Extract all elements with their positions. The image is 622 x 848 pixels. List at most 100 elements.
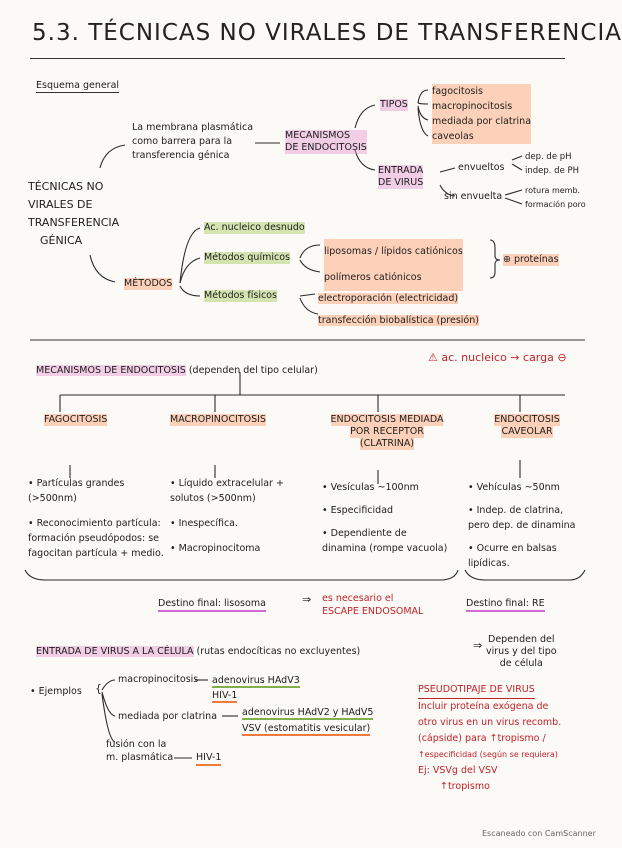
membrana-node: La membrana plasmática como barrera para…: [132, 121, 253, 163]
column-item: • Reconocimiento partícula: formación ps…: [28, 518, 164, 559]
envueltos-label: envueltos: [458, 162, 505, 173]
column-item-text: Inespecífica.: [178, 518, 239, 529]
column-title: (CLATRINA): [359, 438, 415, 450]
tipos-list: fagocitosis macropinocitosis mediada por…: [432, 84, 532, 144]
column-item: • Vesículas ~100nm: [322, 482, 419, 493]
escape-line: es necesario el: [322, 593, 394, 604]
clatrina-item: VSV (estomatitis vesicular): [242, 721, 373, 737]
column-item-text: Vesículas ~100nm: [330, 482, 419, 493]
page-title-text: 5.3. TÉCNICAS NO VIRALES DE TRANSFERENCI…: [32, 20, 622, 46]
macro-list: adenovirus HAdV3 HIV-1: [212, 673, 300, 703]
column-item: • Macropinocitoma: [170, 543, 261, 554]
column-title: POR RECEPTOR: [350, 426, 424, 438]
depend-line: Dependen del: [488, 634, 555, 645]
page-title: 5.3. TÉCNICAS NO VIRALES DE TRANSFERENCI…: [32, 20, 622, 46]
quimico-item: liposomas / lípidos catiónicos: [324, 239, 463, 265]
clatrina-label: mediada por clatrina: [118, 711, 218, 722]
destino-re: Destino final: RE: [466, 598, 545, 612]
column-title: FAGOCITOSIS: [44, 414, 108, 426]
escape-line: ESCAPE ENDOSOMAL: [322, 606, 424, 617]
endocitosis-note: (dependen del tipo celular): [188, 365, 318, 376]
macro-label: macropinocitosis: [118, 674, 199, 685]
column-macropinocitosis: MACROPINOCITOSIS • Líquido extracelular …: [170, 414, 310, 556]
scanner-footer: Escaneado con CamScanner: [482, 829, 596, 838]
fisicos-node: Métodos físicos: [204, 290, 277, 302]
depend-line: de célula: [499, 658, 543, 669]
membrana-line: como barrera para la: [132, 136, 233, 147]
sin-envuelta-item: formación poro: [525, 200, 586, 209]
title-underline: [30, 58, 565, 59]
mecanismos-line: MECANISMOS: [285, 130, 367, 142]
warning-note: ⚠ ac. nucleico → carga ⊖: [428, 352, 567, 364]
column-item-text: Especificidad: [330, 505, 394, 516]
sinenvuelta-label: sin envuelta: [444, 191, 503, 202]
ejemplos-label: • Ejemplos: [30, 686, 82, 697]
sinenvuelta-list: rotura memb. formación poro: [525, 184, 586, 212]
clatrina-item-text: adenovirus HAdV2 y HAdV5: [242, 707, 374, 720]
column-title: MACROPINOCITOSIS: [170, 414, 266, 426]
pseudotipaje-line: ↑tropismo: [440, 781, 490, 792]
tipos-node: TIPOS: [380, 99, 408, 111]
root-line: TÉCNICAS NO: [28, 180, 104, 193]
column-item: • Vehículas ~50nm: [468, 482, 560, 493]
column-item: • Inespecífica.: [170, 518, 239, 529]
connector-arrows: ⇒ ⇒ {: [24, 89, 586, 759]
escape-endosomal: es necesario el ESCAPE ENDOSOMAL: [322, 592, 423, 618]
proteinas-note: ⊕ proteínas: [503, 254, 559, 266]
entrada-line: DE VIRUS: [378, 177, 424, 189]
column-title: CAVEOLAR: [501, 426, 553, 438]
column-item-text: Partículas grandes (>500nm): [28, 478, 125, 504]
tipo-item: fagocitosis: [432, 84, 532, 99]
column-item: • Líquido extracelular + solutos (>500nm…: [170, 478, 284, 504]
envueltos-list: dep. de pH indep. de PH: [525, 150, 579, 178]
macro-item: adenovirus HAdV3: [212, 673, 300, 688]
mecanismos-node: MECANISMOS DE ENDOCITOSIS: [285, 130, 367, 154]
fusion-line: m. plasmática: [106, 752, 174, 763]
fisico-item-text: electroporación (electricidad): [318, 293, 459, 304]
root-node: TÉCNICAS NO VIRALES DE TRANSFERENCIA GÉN…: [28, 178, 119, 250]
pseudotipaje-line: Incluir proteína exógena de: [418, 701, 549, 712]
acnucleico-node: Ac. nucleico desnudo: [204, 222, 305, 234]
column-item: • Dependiente de dinamina (rompe vacuola…: [322, 528, 448, 554]
column-item-text: Ocurre en balsas lipídicas.: [468, 543, 557, 569]
endocitosis-heading-text: MECANISMOS DE ENDOCITOSIS: [36, 365, 186, 376]
clatrina-list: adenovirus HAdV2 y HAdV5 VSV (estomatiti…: [242, 705, 374, 737]
quimicos-list: liposomas / lípidos catiónicos polímeros…: [324, 239, 463, 291]
sin-envuelta-item: rotura memb.: [525, 186, 581, 195]
metodos-node: MÉTODOS: [124, 278, 173, 290]
svg-text:⇒: ⇒: [302, 593, 311, 606]
column-item-text: Indep. de clatrina, pero dep. de dinamin…: [468, 505, 576, 531]
envuelto-item: dep. de pH: [525, 152, 572, 162]
entrada-heading-text: ENTRADA DE VIRUS A LA CÉLULA: [36, 646, 194, 657]
fisico-item-text: transfección biobalística (presión): [318, 315, 479, 326]
column-fagocitosis: FAGOCITOSIS • Partículas grandes (>500nm…: [28, 414, 168, 561]
pseudotipaje-line: ↑especificidad (según se requiera): [418, 750, 558, 759]
column-item-text: Macropinocitoma: [178, 543, 261, 554]
membrana-line: transferencia génica: [132, 150, 230, 161]
depend-line: virus y del tipo: [486, 646, 557, 657]
quimico-item: polímeros catiónicos: [324, 265, 463, 291]
fisico-item: electroporación (electricidad): [318, 288, 479, 310]
clatrina-item-text: VSV (estomatitis vesicular): [242, 723, 371, 736]
membrana-line: La membrana plasmática: [132, 122, 254, 133]
entrada-line: ENTRADA: [378, 165, 424, 177]
pseudotipaje-title: PSEUDOTIPAJE DE VIRUS: [418, 682, 535, 699]
column-item: • Ocurre en balsas lipídicas.: [468, 543, 557, 569]
tipo-item: mediada por clatrina: [432, 114, 532, 129]
column-caveolar: ENDOCITOSIS CAVEOLAR • Vehículas ~50nm •…: [468, 414, 586, 571]
pseudotipaje-box: PSEUDOTIPAJE DE VIRUS Incluir proteína e…: [418, 682, 561, 795]
esquema-label-text: Esquema general: [36, 80, 120, 91]
entrada-heading: ENTRADA DE VIRUS A LA CÉLULA (rutas endo…: [36, 646, 360, 658]
clatrina-item: adenovirus HAdV2 y HAdV5: [242, 705, 374, 721]
root-line: VIRALES DE: [28, 198, 93, 211]
macro-item: HIV-1: [212, 688, 300, 703]
entrada-node: ENTRADA DE VIRUS: [378, 165, 424, 189]
endocitosis-heading: MECANISMOS DE ENDOCITOSIS (dependen del …: [36, 365, 318, 377]
entrada-note: (rutas endocíticas no excluyentes): [196, 646, 361, 657]
destino-lisosoma: Destino final: lisosoma: [158, 598, 266, 612]
svg-text:⇒: ⇒: [473, 639, 482, 652]
fisicos-list: electroporación (electricidad) transfecc…: [318, 288, 479, 332]
column-item-text: Vehículas ~50nm: [476, 482, 560, 493]
column-title: ENDOCITOSIS MEDIADA: [330, 414, 444, 426]
pseudotipaje-line: Ej: VSVg del VSV: [418, 765, 498, 776]
